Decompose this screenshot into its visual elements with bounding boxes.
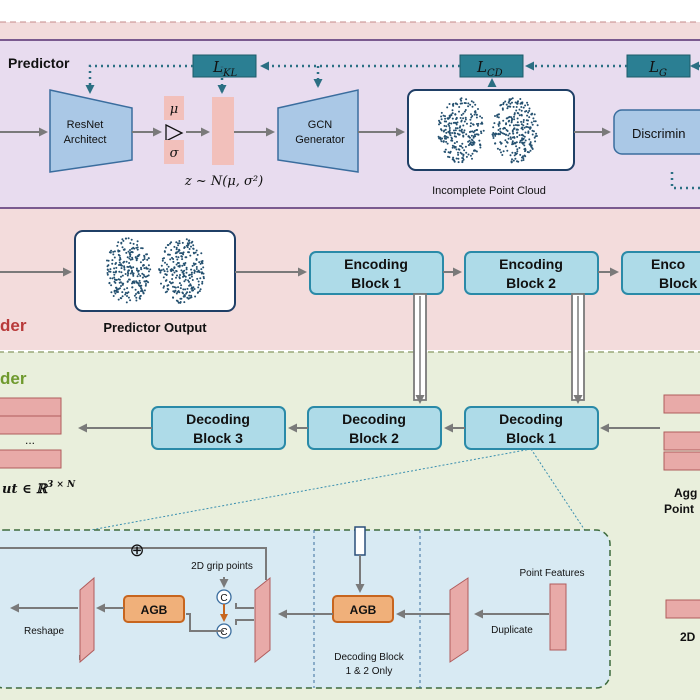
agb-mid-label: AGB xyxy=(350,603,377,617)
svg-text:Decoding: Decoding xyxy=(186,411,250,427)
gcn-label-2: Generator xyxy=(295,134,345,146)
skip-inlet xyxy=(354,526,366,556)
loss-kl-label: LKL xyxy=(212,58,237,79)
svg-text:Block: Block xyxy=(659,275,697,291)
detail-feature-bars xyxy=(79,576,567,664)
svg-text:Decoding: Decoding xyxy=(499,411,563,427)
predictor-title: Predictor xyxy=(8,55,70,71)
sigma-label: σ xyxy=(170,146,180,161)
zoom-lines xyxy=(79,448,587,533)
svg-text:C: C xyxy=(220,593,227,604)
loss-g-label: LG xyxy=(648,58,667,79)
output-feature-stack xyxy=(0,397,62,469)
grip-label: 2D xyxy=(680,630,696,644)
output-label: ut ∈ ℝ3 × N xyxy=(2,480,76,497)
mu-label: μ xyxy=(170,102,178,117)
encoding-block-2: Encoding Block 2 xyxy=(464,251,599,295)
incomplete-cloud-frame xyxy=(407,89,575,171)
latent-formula: z ~ N(μ, σ²) xyxy=(184,174,263,189)
latent-z-bar xyxy=(212,97,234,165)
decoder-title: der xyxy=(0,369,27,388)
discriminator-label: Discrimin xyxy=(632,126,685,141)
cloud-caption: Incomplete Point Cloud xyxy=(432,185,546,197)
encoder-title: der xyxy=(0,316,27,335)
reshape-label: Reshape xyxy=(24,626,64,637)
svg-text:Decoding: Decoding xyxy=(342,411,406,427)
resnet-label-1: ResNet xyxy=(67,119,104,131)
gcn-generator-shape xyxy=(277,89,359,173)
agg-label-1: Agg xyxy=(674,486,697,500)
skip-connections xyxy=(413,293,585,404)
mu-box xyxy=(164,96,184,120)
sampling-triangle-icon xyxy=(165,123,184,143)
resnet-label-2: Architect xyxy=(64,134,107,146)
encoding-block-1: Encoding Block 1 xyxy=(309,251,444,295)
decoding-block-2: Decoding Block 2 xyxy=(307,406,442,450)
aggregated-feature-stack xyxy=(663,394,700,471)
point-features-label: Point Features xyxy=(519,568,584,579)
svg-text:Block 1: Block 1 xyxy=(351,275,401,291)
grip-feature-bar xyxy=(665,599,700,619)
agb-mid-box xyxy=(332,595,394,623)
detail-arrows xyxy=(10,555,549,632)
svg-text:Enco: Enco xyxy=(651,256,685,272)
predictor-output-cloud xyxy=(106,237,205,304)
sigma-box xyxy=(164,140,184,164)
agg-label-2: Point xyxy=(664,502,694,516)
residual-add-icon: ⊕ xyxy=(129,540,144,560)
svg-text:Block 1: Block 1 xyxy=(506,430,556,446)
loss-cd-label: LCD xyxy=(476,58,503,79)
svg-text:Block 3: Block 3 xyxy=(193,430,243,446)
decoding-block-3: Decoding Block 3 xyxy=(151,406,286,450)
predictor-output-label: Predictor Output xyxy=(103,320,207,335)
agb-left-label: AGB xyxy=(141,603,168,617)
duplicate-label: Duplicate xyxy=(491,625,533,636)
svg-text:Block 2: Block 2 xyxy=(349,430,399,446)
resnet-encoder-shape xyxy=(49,89,133,173)
svg-text:C: C xyxy=(220,627,227,638)
decoding-note-1: Decoding Block xyxy=(334,652,404,663)
svg-text:Encoding: Encoding xyxy=(499,256,563,272)
decoding-note-2: 1 & 2 Only xyxy=(346,666,393,677)
encoding-block-3: Enco Block xyxy=(621,251,700,295)
incomplete-point-cloud xyxy=(437,97,539,164)
discriminator-box xyxy=(613,109,700,155)
decoding-block-1: Decoding Block 1 xyxy=(464,406,599,450)
grip-points-label: 2D grip points xyxy=(191,561,253,572)
svg-text:Encoding: Encoding xyxy=(344,256,408,272)
predictor-output-frame xyxy=(74,230,236,312)
svg-text:Block 2: Block 2 xyxy=(506,275,556,291)
output-ellipsis: ... xyxy=(25,433,35,447)
gcn-label-1: GCN xyxy=(308,119,333,131)
